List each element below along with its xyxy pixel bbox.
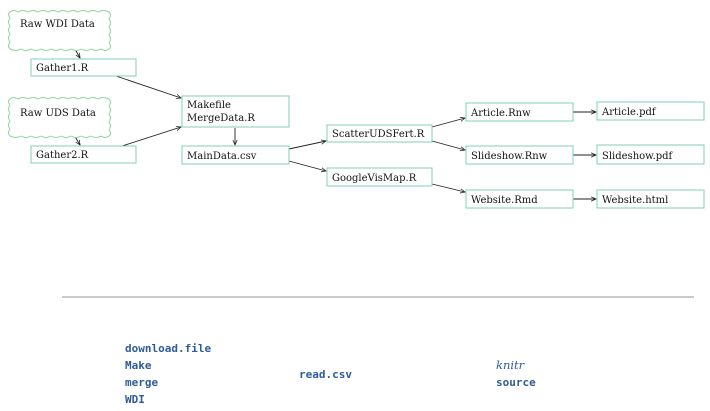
node-website-rmd: Website.Rmd [465,189,574,209]
tools-legend: download.file Make merge WDI read.csv kn… [125,342,536,406]
cloud-shape [8,10,111,51]
node-label: Gather1.R [36,63,89,74]
node-gather2: Gather2.R [30,145,137,164]
legend-item: Make [125,359,152,372]
node-box [326,167,433,187]
node-label-line2: MergeData.R [187,113,255,124]
arrow-googlevis-website [431,183,465,192]
node-googlevismap: GoogleVisMap.R [326,167,433,187]
arrow-scatter-article [431,118,465,128]
node-box [596,189,705,209]
arrow-scatter-slideshow [431,140,465,150]
node-scatter-udsfert: ScatterUDSFert.R [326,124,433,143]
arrow-gather1-makefile [115,75,181,98]
node-box [596,101,705,121]
node-label: Raw WDI Data [20,19,95,30]
node-website-html: Website.html [596,189,705,209]
node-label: Gather2.R [36,150,89,161]
node-box [181,95,290,128]
legend-item: download.file [125,342,211,355]
node-label-line1: Makefile [187,100,231,111]
node-label: Website.html [602,195,668,206]
node-article-pdf: Article.pdf [596,101,705,121]
node-box [465,189,574,209]
arrow-gather2-makefile [115,127,181,149]
node-label: Raw UDS Data [20,108,96,119]
node-slideshow-rnw: Slideshow.Rnw [465,145,574,165]
legend-item: source [496,376,536,389]
node-gather1: Gather1.R [30,58,137,77]
node-box [181,145,290,165]
node-box [30,58,137,77]
arrow-maindata-googlevis [288,160,326,171]
node-maindata: MainData.csv [181,145,290,165]
node-box [596,144,705,165]
node-label: GoogleVisMap.R [332,173,417,184]
node-box [465,145,574,165]
node-label: Article.pdf [601,107,657,118]
node-box [30,145,137,164]
legend-item: read.csv [299,368,352,381]
node-box [326,124,433,143]
node-label: Article.Rnw [470,108,531,119]
connectors [69,39,596,199]
cloud-shape [8,97,111,138]
node-raw-uds-data: Raw UDS Data [8,97,111,138]
arrow-maindata-scatter [288,141,326,150]
node-label: Slideshow.Rnw [471,151,548,162]
node-label: ScatterUDSFert.R [332,129,425,140]
legend-item: merge [125,376,158,389]
node-raw-wdi-data: Raw WDI Data [8,10,111,51]
legend-item: knitr [496,358,526,372]
node-label: Website.Rmd [471,195,538,206]
node-label: MainData.csv [187,151,257,162]
node-label: Slideshow.pdf [602,151,674,162]
node-article-rnw: Article.Rnw [465,102,574,122]
legend-item: WDI [125,393,145,406]
node-slideshow-pdf: Slideshow.pdf [596,144,705,165]
node-box [465,102,574,122]
node-makefile-mergedata: Makefile MergeData.R [181,95,290,128]
